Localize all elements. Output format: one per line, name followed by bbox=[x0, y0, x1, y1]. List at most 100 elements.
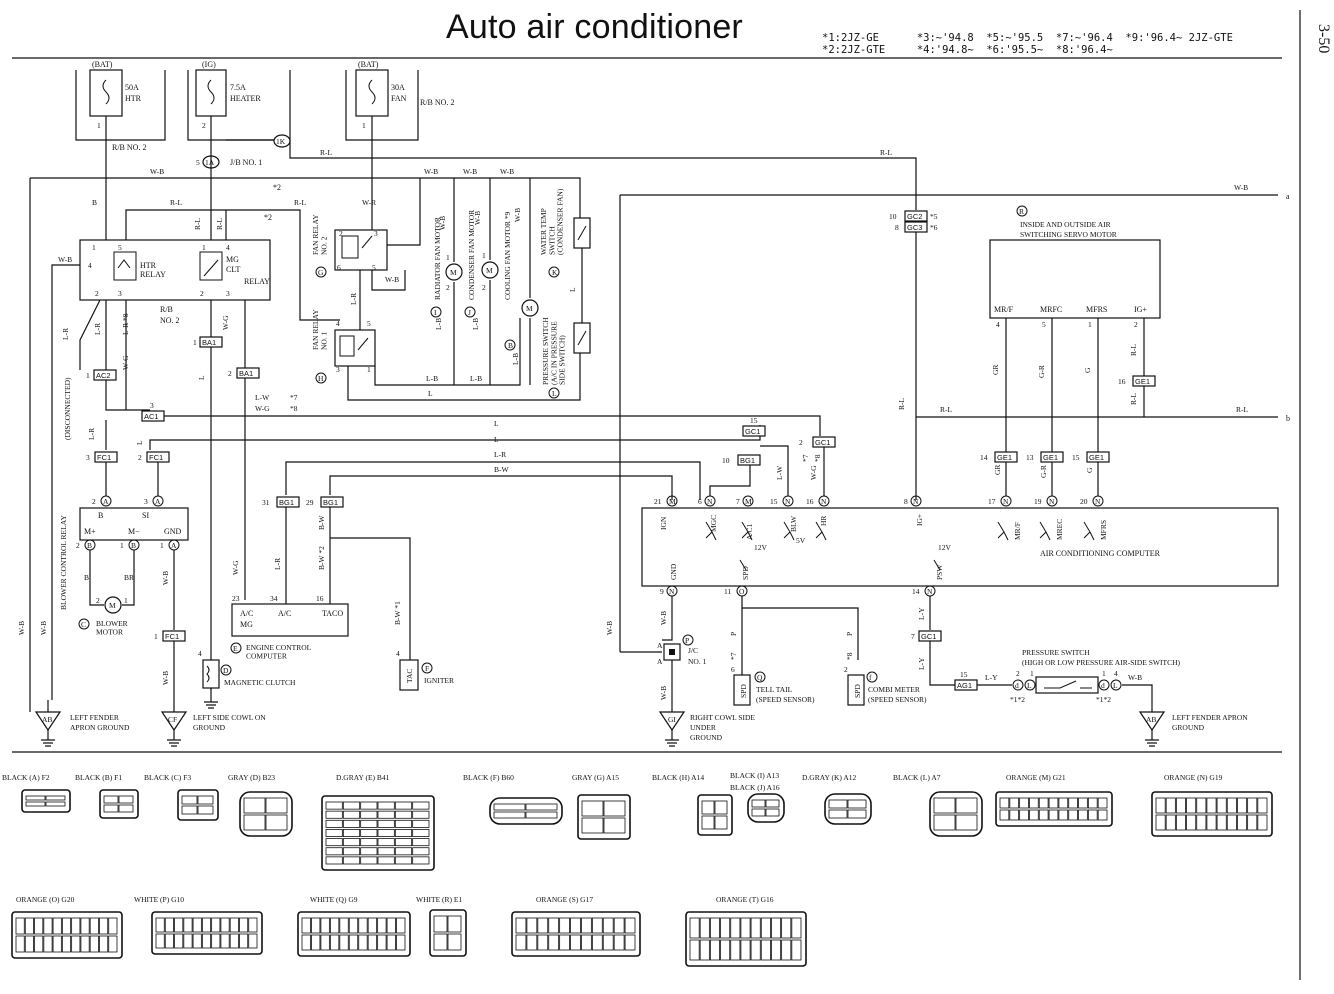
svg-text:2: 2 bbox=[96, 596, 100, 605]
svg-text:A/C: A/C bbox=[240, 609, 253, 618]
svg-text:MG: MG bbox=[240, 620, 253, 629]
svg-text:BLACK (B) F1: BLACK (B) F1 bbox=[75, 773, 122, 782]
svg-text:1: 1 bbox=[86, 371, 90, 380]
fuse-7.5a-heater: (IG) 7.5A HEATER 2 J/B NO. 1 1A 5 1K bbox=[187, 60, 291, 169]
svg-text:W-B: W-B bbox=[1128, 673, 1142, 682]
svg-text:1: 1 bbox=[202, 243, 206, 252]
connector-bg1-31: BG1 31 bbox=[262, 496, 300, 508]
svg-text:A: A bbox=[155, 497, 161, 506]
svg-text:D.GRAY (E) B41: D.GRAY (E) B41 bbox=[336, 773, 390, 782]
wire-lw-gc1 bbox=[164, 415, 821, 436]
svg-text:3: 3 bbox=[118, 289, 122, 298]
svg-text:23: 23 bbox=[232, 594, 240, 603]
svg-text:3: 3 bbox=[336, 365, 340, 374]
svg-text:1: 1 bbox=[367, 365, 371, 374]
svg-text:7: 7 bbox=[911, 632, 915, 641]
svg-text:MG: MG bbox=[226, 255, 239, 264]
svg-text:*8: *8 bbox=[813, 454, 822, 462]
svg-text:1: 1 bbox=[362, 121, 366, 130]
rb2-left-label: R/B NO. 2 bbox=[112, 143, 146, 152]
svg-text:M: M bbox=[669, 497, 676, 506]
connector-gc1-2: GC1 2 bbox=[799, 436, 836, 448]
fuse-50a-htr: (BAT) 50A HTR 1 R/B NO. 2 bbox=[75, 60, 166, 152]
page-number: 3-50 bbox=[1315, 24, 1332, 54]
connector-legend-p: WHITE (P) G10 bbox=[134, 895, 263, 955]
connector-gc1-7: GC1 7 bbox=[911, 630, 942, 642]
svg-text:W-B: W-B bbox=[659, 611, 668, 625]
svg-text:GE1: GE1 bbox=[1043, 453, 1058, 462]
svg-text:12V: 12V bbox=[938, 543, 952, 552]
connector-ge1-16: GE1 16 bbox=[1118, 375, 1156, 387]
svg-text:12V: 12V bbox=[754, 543, 768, 552]
svg-text:MRFC: MRFC bbox=[1040, 305, 1062, 314]
svg-text:N: N bbox=[913, 497, 919, 506]
svg-text:G-R: G-R bbox=[1037, 365, 1046, 378]
svg-text:R: R bbox=[1019, 207, 1024, 216]
svg-text:W-B: W-B bbox=[605, 621, 614, 635]
svg-text:BLACK (H) A14: BLACK (H) A14 bbox=[652, 773, 704, 782]
svg-text:LEFT FENDER: LEFT FENDER bbox=[70, 713, 119, 722]
svg-text:1: 1 bbox=[193, 338, 197, 347]
cooling-fan-label: COOLING FAN MOTOR *9 bbox=[503, 211, 512, 300]
svg-text:PRESSURE SWITCH: PRESSURE SWITCH bbox=[1022, 648, 1090, 657]
svg-text:15: 15 bbox=[770, 497, 778, 506]
svg-text:M+: M+ bbox=[84, 527, 96, 536]
svg-text:GC3: GC3 bbox=[907, 223, 922, 232]
connector-legend-n: ORANGE (N) G19 bbox=[1151, 773, 1273, 837]
svg-text:2: 2 bbox=[138, 453, 142, 462]
svg-text:MREC: MREC bbox=[1055, 519, 1064, 540]
svg-text:4: 4 bbox=[396, 649, 400, 658]
connector-legend-j: BLACK (J) A16 bbox=[730, 783, 780, 792]
svg-text:ORANGE (S) G17: ORANGE (S) G17 bbox=[536, 895, 593, 904]
svg-text:1: 1 bbox=[97, 121, 101, 130]
svg-text:N: N bbox=[927, 587, 933, 596]
magnetic-clutch: 4 D MAGNETIC CLUTCH bbox=[198, 649, 296, 709]
tac-label: TAC bbox=[405, 669, 414, 683]
connector-legend-i: BLACK (I) A13 bbox=[730, 771, 785, 823]
svg-text:B: B bbox=[131, 541, 136, 550]
svg-text:*1*2: *1*2 bbox=[1010, 695, 1025, 704]
svg-text:3: 3 bbox=[150, 401, 154, 410]
combi-meter: SPD 2 f COMBI METER (SPEED SENSOR) bbox=[844, 665, 927, 706]
svg-text:6: 6 bbox=[698, 497, 702, 506]
svg-text:17: 17 bbox=[988, 497, 996, 506]
svg-text:W-B: W-B bbox=[659, 686, 668, 700]
connector-legend-t: ORANGE (T) G16 bbox=[685, 895, 807, 967]
svg-text:*7: *7 bbox=[729, 652, 738, 660]
jb1-pin: 1A bbox=[205, 158, 215, 167]
svg-text:M: M bbox=[450, 268, 457, 277]
svg-text:M: M bbox=[486, 266, 493, 275]
pressure-switch-l-label: PRESSURE SWITCH(A/C IN PRESSURESIDE SWIT… bbox=[541, 317, 567, 385]
condenser-fan-motor: M 12 L-B W-B CONDENSER FAN MOTOR J bbox=[464, 178, 499, 385]
wire-lr-ac-computer bbox=[285, 461, 701, 500]
svg-text:1: 1 bbox=[1102, 669, 1106, 678]
svg-text:5: 5 bbox=[367, 319, 371, 328]
wire-ground-tie bbox=[47, 700, 49, 712]
svg-text:PSW: PSW bbox=[935, 564, 944, 580]
svg-text:G: G bbox=[1085, 467, 1094, 473]
svg-text:2: 2 bbox=[202, 121, 206, 130]
svg-text:L-W: L-W bbox=[775, 465, 784, 480]
svg-text:15: 15 bbox=[960, 670, 968, 679]
svg-text:W-B: W-B bbox=[463, 167, 477, 176]
bat-label-1: (BAT) bbox=[92, 60, 113, 69]
svg-text:L-B: L-B bbox=[426, 374, 438, 383]
svg-text:I: I bbox=[434, 308, 437, 317]
svg-text:SI: SI bbox=[142, 511, 149, 520]
wire-bw-ac-computer bbox=[329, 475, 673, 500]
svg-text:W-B: W-B bbox=[17, 621, 26, 635]
svg-text:*2: *2 bbox=[264, 213, 272, 222]
svg-text:*2: *2 bbox=[273, 183, 281, 192]
svg-text:W-B: W-B bbox=[1234, 183, 1248, 192]
fuse-30a-fan: (BAT) 30A FAN R/B NO. 2 1 bbox=[345, 60, 454, 141]
svg-text:W-B: W-B bbox=[161, 671, 170, 685]
svg-text:2: 2 bbox=[76, 541, 80, 550]
svg-text:GRAY (D) B23: GRAY (D) B23 bbox=[228, 773, 275, 782]
svg-text:FC1: FC1 bbox=[97, 453, 111, 462]
svg-text:2: 2 bbox=[482, 283, 486, 292]
magnetic-clutch-label: MAGNETIC CLUTCH bbox=[224, 678, 296, 687]
